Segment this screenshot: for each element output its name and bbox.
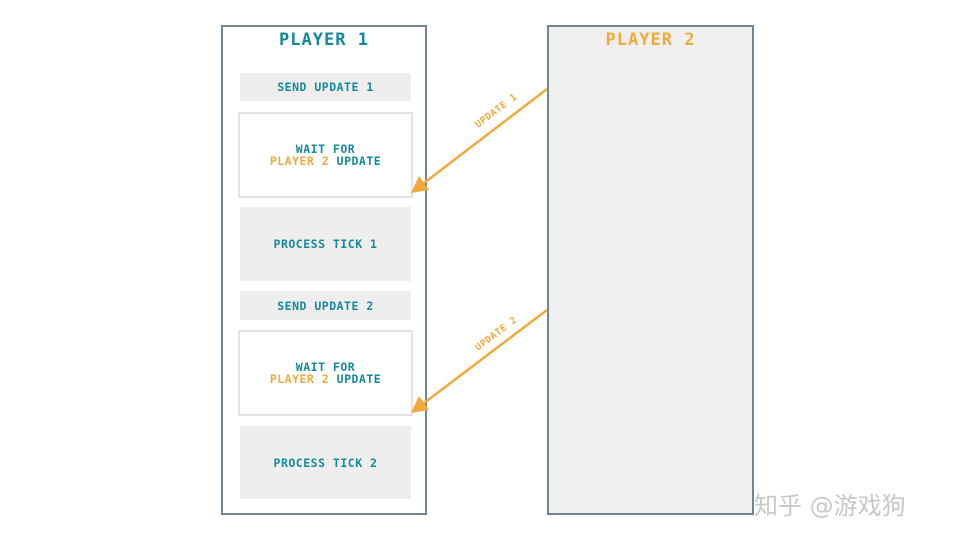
send-update-1-step: SEND UPDATE 1 (240, 73, 411, 101)
player2-title: PLAYER 2 (605, 30, 696, 50)
wait-for-label: WAIT FOR (295, 360, 356, 374)
watermark-text: 知乎 @游戏狗 (754, 492, 906, 520)
wait-for-update-2-step: WAIT FOR PLAYER 2 UPDATE (238, 330, 413, 416)
send-update-1-label: SEND UPDATE 1 (277, 80, 374, 94)
wait-for-update-1-step: WAIT FOR PLAYER 2 UPDATE (238, 112, 413, 198)
process-tick-1-label: PROCESS TICK 1 (273, 237, 378, 251)
send-update-2-step: SEND UPDATE 2 (240, 291, 411, 320)
update-2-arrow: UPDATE 2 (411, 309, 548, 413)
wait-player2-label: PLAYER 2 (269, 154, 330, 168)
process-tick-1-step: PROCESS TICK 1 (240, 207, 411, 281)
player2-column: PLAYER 2 (547, 25, 754, 515)
process-tick-2-step: PROCESS TICK 2 (240, 426, 411, 499)
player1-title: PLAYER 1 (279, 30, 369, 50)
wait-update-label: UPDATE (336, 372, 382, 386)
wait-for-label: WAIT FOR (295, 142, 356, 156)
wait-player2-label: PLAYER 2 (269, 372, 330, 386)
send-update-2-label: SEND UPDATE 2 (277, 298, 374, 313)
update-1-arrow: UPDATE 1 (411, 88, 548, 193)
wait-update-label: UPDATE (336, 154, 382, 168)
update-2-arrow-line (423, 309, 548, 404)
update-1-arrow-label: UPDATE 1 (473, 92, 519, 131)
process-tick-2-label: PROCESS TICK 2 (273, 455, 378, 470)
update-1-arrow-line (423, 88, 548, 184)
update-2-arrow-label: UPDATE 2 (473, 315, 519, 354)
